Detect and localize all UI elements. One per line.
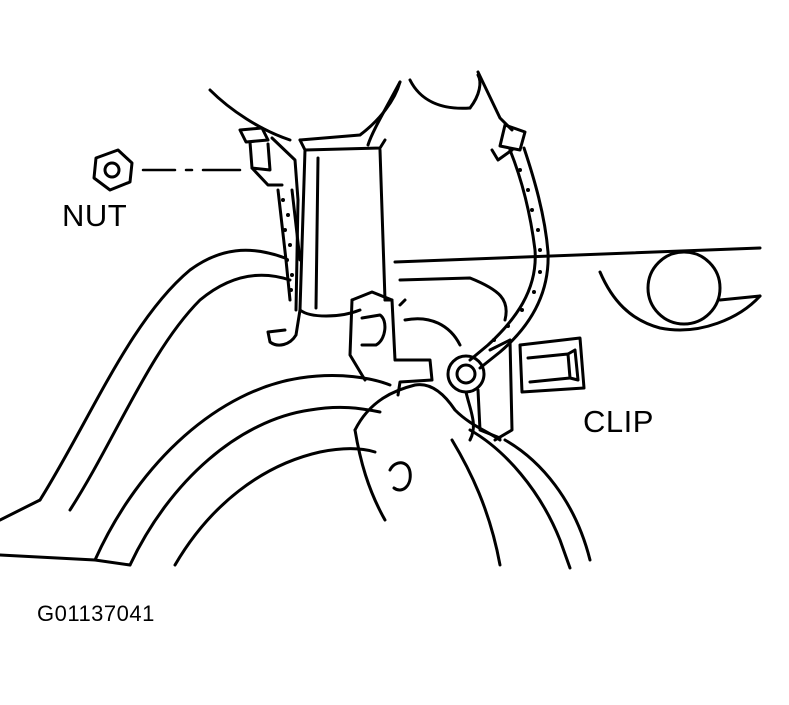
fender-outline (0, 250, 290, 520)
left-bracket (240, 128, 300, 310)
caliper (355, 385, 590, 568)
brake-hose (470, 72, 548, 368)
figure-id: G01137041 (37, 601, 155, 626)
knuckle-bracket (350, 292, 460, 395)
strut-top (210, 75, 480, 145)
strut-body (268, 140, 392, 345)
brake-hose-dots (492, 168, 542, 342)
nut-icon (94, 150, 132, 190)
rotor-arcs (0, 376, 390, 565)
hose-fitting (448, 356, 484, 440)
clip-label: CLIP (583, 404, 654, 439)
nut-label: NUT (62, 198, 128, 233)
mount-plate (478, 340, 512, 440)
left-hose-dots (281, 198, 294, 292)
body-panel (395, 248, 760, 330)
clip-icon (520, 338, 584, 392)
